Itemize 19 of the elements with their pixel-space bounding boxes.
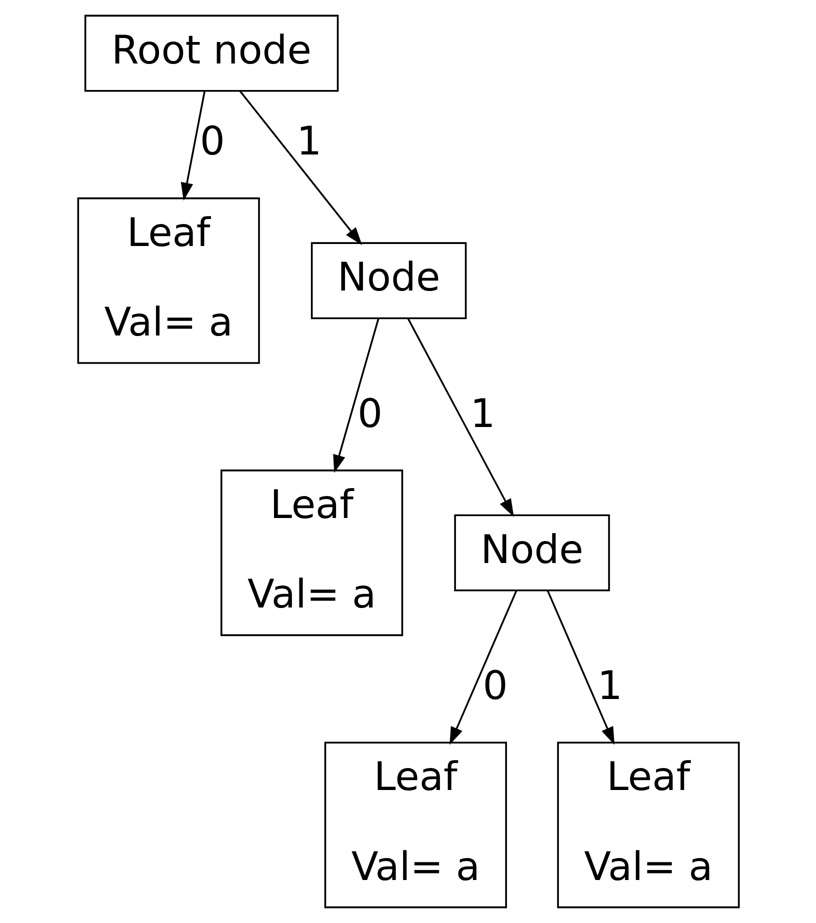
arrow [238, 90, 362, 246]
edge-label: 0 [356, 390, 382, 437]
edge-label: 1 [596, 662, 622, 709]
node-box: Root node [84, 14, 338, 92]
node-box: Node [310, 242, 466, 320]
arrow [449, 590, 517, 745]
arrow [546, 590, 614, 745]
node-box: Node [454, 514, 610, 592]
node-box: Leaf Val= a [324, 742, 506, 908]
edge-label: 0 [482, 662, 508, 709]
arrow [406, 318, 514, 517]
arrow [332, 318, 379, 473]
edge-label: 0 [199, 118, 224, 165]
node-box: Leaf Val= a [220, 470, 403, 636]
node-box: Leaf Val= a [76, 197, 260, 364]
node-box: Leaf Val= a [556, 742, 740, 908]
arrow [180, 90, 206, 201]
edge-label: 1 [470, 390, 495, 437]
edge-label: 1 [296, 118, 322, 165]
